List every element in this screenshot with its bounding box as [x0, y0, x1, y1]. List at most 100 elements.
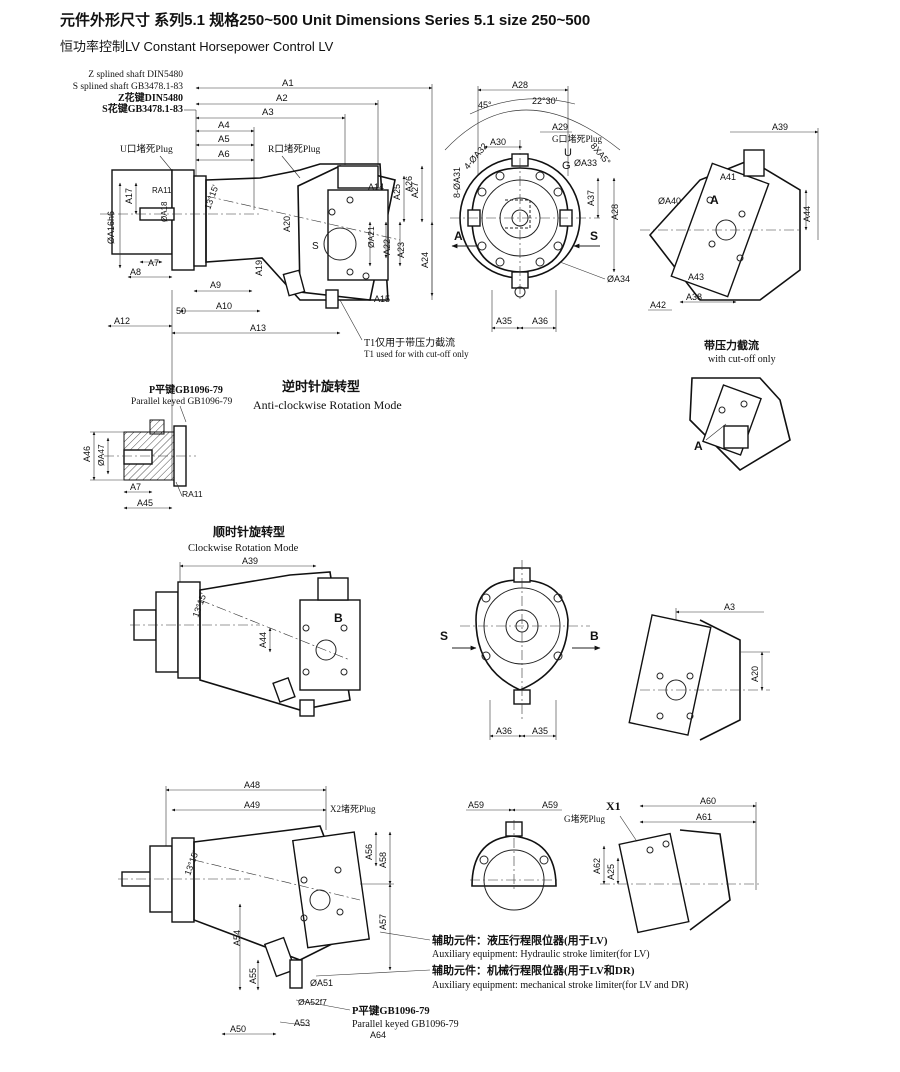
dim-a30: A30 — [490, 137, 506, 147]
dim-a59-left: A59 — [468, 800, 484, 810]
dim-a20-mid: A20 — [750, 666, 760, 682]
r-plug-label: R口堵死Plug — [268, 143, 321, 155]
dim-a60: A60 — [700, 796, 716, 806]
angle-22-30: 22°30' — [532, 96, 558, 106]
dim-a48: A48 — [244, 780, 260, 790]
page-title: 元件外形尺寸 系列5.1 规格250~500 Unit Dimensions S… — [60, 12, 591, 29]
dim-a4: A4 — [218, 120, 230, 131]
dim-a38: A38 — [686, 292, 702, 302]
key-title-en: Parallel keyed GB1096-79 — [131, 397, 233, 407]
port-s-mid: S — [440, 629, 448, 643]
dim-a50: A50 — [230, 1024, 246, 1034]
dim-a55: A55 — [248, 968, 258, 984]
dim-a8: A8 — [130, 267, 141, 277]
t1-note-en: T1 used for with cut-off only — [364, 349, 469, 359]
pump-body-top — [100, 163, 401, 309]
u-plug-label: U口堵死Plug — [120, 143, 173, 155]
dim-a51: ØA51 — [310, 978, 333, 988]
dim-a43: A43 — [688, 272, 704, 282]
note-z-splined-cn: Z花键DIN5480 — [118, 91, 183, 104]
dim-a44: A44 — [802, 206, 812, 222]
top-center-front-view: A28 45° 22°30' 8XA5° A29 A30 G口堵死Plug U … — [444, 80, 630, 332]
dim-a15: A15 — [374, 294, 390, 304]
port-b-mid: B — [334, 611, 343, 625]
page-subtitle: 恒功率控制LV Constant Horsepower Control LV — [60, 39, 334, 54]
dim-a5: A5 — [218, 134, 230, 145]
dim-a58: A58 — [378, 852, 388, 868]
dim-a57: A57 — [378, 914, 388, 930]
dim-a23: A23 — [396, 242, 406, 258]
port-g-label: G — [562, 160, 571, 172]
dim-a33: ØA33 — [574, 158, 597, 168]
dim-a36-mid: A36 — [496, 726, 512, 736]
middle-right-view: A3 A20 — [628, 602, 770, 741]
acw-mode-en: Anti-clockwise Rotation Mode — [253, 398, 402, 412]
cutoff-cn: 带压力截流 — [704, 338, 759, 352]
dim-a2: A2 — [276, 93, 288, 104]
aux2-cn: 辅助元件：机械行程限位器(用于LV和DR) — [432, 963, 635, 977]
dim-a29: A29 — [552, 122, 568, 132]
dim-a19: A19 — [254, 260, 264, 276]
dim-a46: A46 — [82, 446, 92, 462]
key-en-bottom: Parallel keyed GB1096-79 — [352, 1019, 459, 1030]
dim-a35-mid: A35 — [532, 726, 548, 736]
note-s-splined: S splined shaft GB3478.1-83 — [73, 81, 184, 92]
dim-a61: A61 — [696, 812, 712, 822]
dim-a39: A39 — [772, 122, 788, 132]
note-z-splined: Z splined shaft DIN5480 — [88, 69, 183, 80]
dim-a53: A53 — [294, 1018, 310, 1028]
dim-a24: A24 — [420, 252, 430, 268]
aux1-en: Auxiliary equipment: Hydraulic stroke li… — [432, 949, 650, 960]
dim-a35: A35 — [496, 316, 512, 326]
dim-a54: A54 — [232, 930, 242, 946]
dim-lines-top-left — [195, 84, 433, 300]
dim-a62: A62 — [592, 858, 602, 874]
dim-a18: ØA18 — [160, 201, 169, 222]
dim-a52: ØA52f7 — [298, 997, 327, 1007]
t1-note-cn: T1仅用于带压力截流 — [364, 336, 455, 349]
cw-mode-en: Clockwise Rotation Mode — [188, 543, 299, 554]
dim-a28-top: A28 — [512, 80, 528, 90]
dim-a44-mid: A44 — [258, 632, 268, 648]
dim-a3: A3 — [262, 107, 274, 118]
angle-45: 45° — [478, 100, 492, 110]
dim-a25-bottom: A25 — [606, 864, 616, 880]
key-detail-view: P平键GB1096-79 Parallel keyed GB1096-79 逆时… — [82, 379, 402, 510]
acw-mode-cn: 逆时针旋转型 — [282, 379, 360, 394]
dim-a32: 4-ØA32 — [462, 141, 490, 171]
x1-label: X1 — [606, 799, 621, 813]
dim-a40: ØA40 — [658, 196, 681, 206]
dim-50: 50 — [176, 306, 186, 316]
dim-a22: A22 — [382, 239, 392, 255]
dim-a25: A25 — [392, 184, 402, 200]
dim-a56: A56 — [364, 844, 374, 860]
middle-left-view: 顺时针旋转型 Clockwise Rotation Mode A39 13°15… — [130, 524, 361, 717]
port-u-label: U — [564, 147, 572, 159]
port-s-label-front: S — [590, 229, 598, 243]
dim-a1: A1 — [282, 78, 294, 89]
x2-plug-label: X2堵死Plug — [330, 803, 376, 814]
bottom-left-view: A48 A49 X2堵死Plug 13°15' A56 A58 A57 A54 … — [118, 780, 688, 1040]
dim-a39-mid: A39 — [242, 556, 258, 566]
dim-a9: A9 — [210, 280, 221, 290]
dim-a6: A6 — [218, 149, 230, 160]
dim-ra11-key: RA11 — [182, 489, 203, 499]
cutoff-en: with cut-off only — [708, 354, 776, 365]
dim-a37: A37 — [586, 190, 596, 206]
aux2-en: Auxiliary equipment: mechanical stroke l… — [432, 980, 688, 991]
dim-a49: A49 — [244, 800, 260, 810]
g-plug-bottom: G堵死Plug — [564, 813, 606, 824]
g-plug-label: G口堵死Plug — [552, 133, 603, 144]
dim-a47: ØA47 — [96, 444, 106, 466]
dim-a20: A20 — [282, 216, 292, 232]
top-right-view: A39 A41 A ØA40 A44 A43 A38 A42 带压力截流 wit… — [640, 122, 819, 472]
dim-a41: A41 — [720, 172, 736, 182]
dim-a16: ØA16h6 — [106, 211, 116, 244]
note-s-splined-cn: S花键GB3478.1-83 — [102, 102, 183, 115]
key-title-cn: P平键GB1096-79 — [149, 383, 223, 396]
dim-a27: A27 — [410, 182, 420, 198]
dim-a21: ØA21 — [366, 226, 376, 248]
bottom-center-view: A59 A59 — [466, 800, 562, 911]
port-s-label: S — [312, 241, 319, 252]
dim-a26: A26 — [404, 176, 414, 192]
